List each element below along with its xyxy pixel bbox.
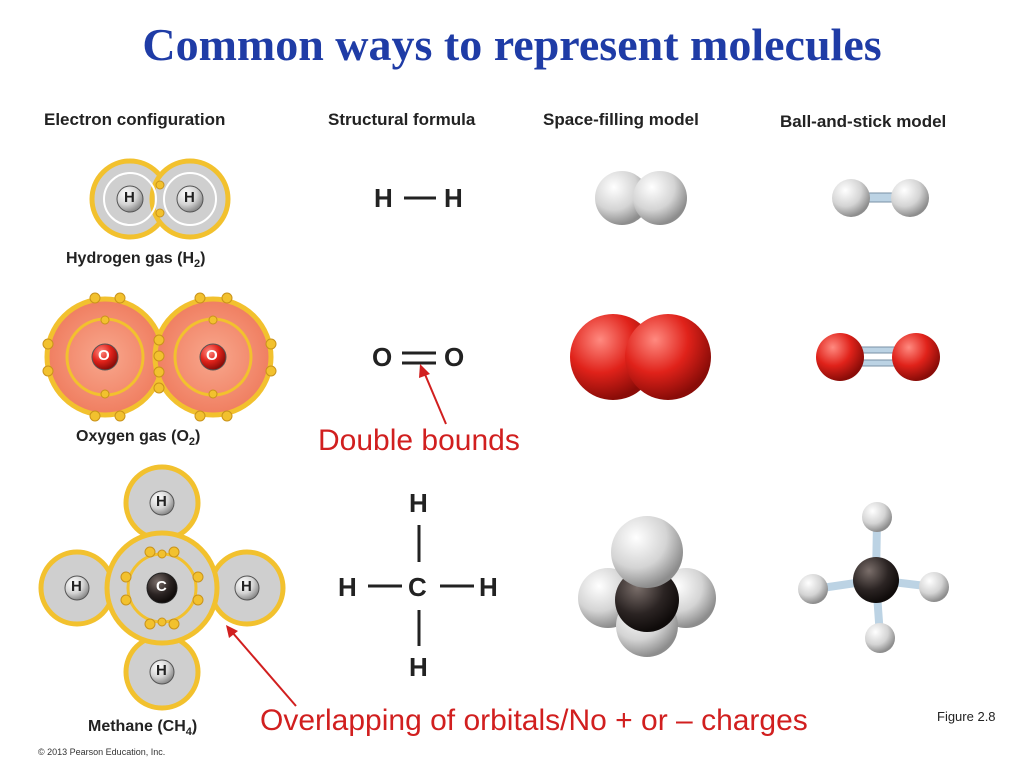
double-bonds-annotation: Double bounds [318,424,520,457]
structural-ch4-h-top: H [409,488,428,518]
structural-ch4-h-right: H [479,572,498,602]
methane-h-left-label: H [71,578,82,595]
structural-ch4-h-bottom: H [409,652,428,682]
ball-stick-methane [798,502,949,653]
o-atom-left-label: O [98,347,110,364]
structural-o2-right: O [444,342,465,372]
structural-bonds [368,196,474,646]
structural-h2-left: H [374,183,393,213]
column-heading-ball: Ball-and-stick model [780,112,947,131]
space-filling-hydrogen [595,171,687,225]
oxygen-name: Oxygen gas (O2) [76,428,201,449]
ball-stick-oxygen [816,333,940,381]
methane-electron-diagram [38,464,286,711]
structural-ch4-c: C [408,572,427,602]
column-heading-space: Space-filling model [543,110,699,129]
hydrogen-electron-diagram [89,158,231,240]
h-atom-right-label: H [184,189,195,206]
methane-h-right-label: H [241,578,252,595]
methane-name: Methane (CH4) [88,718,198,739]
ball-stick-hydrogen [832,179,929,217]
oxygen-electron-diagram [42,292,277,422]
h-atom-left-label: H [124,189,135,206]
annotation-arrows [226,364,447,707]
hydrogen-name: Hydrogen gas (H2) [66,250,206,271]
column-heading-structural: Structural formula [328,110,476,129]
figure-number: Figure 2.8 [937,709,996,724]
structural-o2-left: O [372,342,393,372]
methane-c-label: C [156,578,167,595]
methane-h-top-label: H [156,493,167,510]
methane-h-bottom-label: H [156,662,167,679]
space-filling-methane [578,516,716,657]
column-heading-electron: Electron configuration [44,110,226,129]
structural-h2-right: H [444,183,463,213]
page-title: Common ways to represent molecules [142,19,882,70]
o-atom-right-label: O [206,347,218,364]
space-filling-oxygen [570,314,711,400]
copyright-notice: © 2013 Pearson Education, Inc. [38,747,166,757]
structural-ch4-h-left: H [338,572,357,602]
overlap-annotation: Overlapping of orbitals/No + or – charge… [260,704,808,737]
